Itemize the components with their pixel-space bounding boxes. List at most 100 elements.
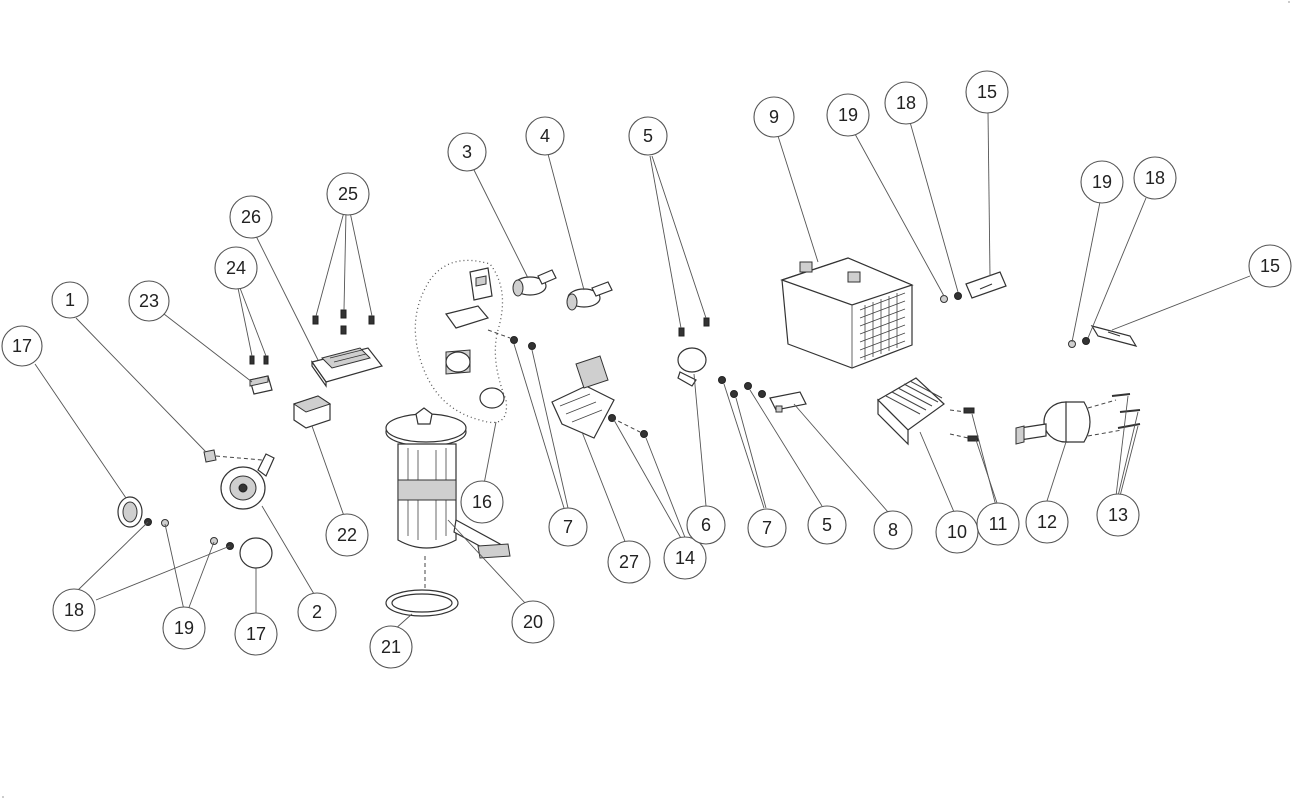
- callout-14: 14: [663, 536, 707, 580]
- callout-17-bottom: 17: [234, 612, 278, 656]
- leader-19c: [164, 523, 185, 611]
- callout-19-bottom: 19: [162, 606, 206, 650]
- callout-12: 12: [1025, 500, 1069, 544]
- leader-13a: [1115, 395, 1129, 497]
- svg-text:18: 18: [1145, 168, 1165, 188]
- leader-12: [1045, 441, 1067, 505]
- leader-18a: [909, 121, 959, 293]
- callout-20: 20: [511, 600, 555, 644]
- callout-17-left: 17: [1, 325, 43, 367]
- callout-4: 4: [525, 116, 565, 156]
- part-screws-25: [312, 309, 375, 335]
- leader-11b: [975, 439, 999, 507]
- part-drawings: [117, 257, 1141, 617]
- callout-6: 6: [686, 505, 726, 545]
- svg-text:11: 11: [989, 514, 1008, 534]
- leader-5c: [749, 389, 823, 507]
- leader-15b: [1111, 275, 1251, 331]
- callout-16: 16: [460, 480, 504, 524]
- part-voltage-regulator: [877, 377, 979, 446]
- svg-text:12: 12: [1037, 512, 1057, 532]
- callout-9: 9: [753, 96, 795, 138]
- svg-text:17: 17: [246, 624, 266, 644]
- leader-19d: [187, 541, 215, 611]
- part-alternator: [1015, 393, 1141, 445]
- leader-22: [311, 425, 345, 517]
- leader-3: [473, 169, 529, 279]
- callout-5-bottom: 5: [807, 505, 847, 545]
- svg-text:19: 19: [838, 105, 858, 125]
- leader-7b: [531, 349, 569, 509]
- callout-11: 11: [976, 502, 1020, 546]
- leader-2: [261, 505, 315, 595]
- leader-23: [163, 313, 253, 383]
- callout-15-top: 15: [965, 70, 1009, 114]
- leader-25c: [349, 211, 373, 317]
- part-coil-3: [512, 269, 557, 297]
- svg-text:18: 18: [896, 93, 916, 113]
- svg-text:7: 7: [762, 518, 772, 538]
- callout-10: 10: [935, 510, 979, 554]
- callout-7-left: 7: [548, 507, 588, 547]
- leader-lines: [34, 111, 1251, 631]
- svg-text:1: 1: [65, 290, 75, 310]
- part-horn: [203, 449, 275, 510]
- svg-text:10: 10: [947, 522, 967, 542]
- svg-text:16: 16: [472, 492, 492, 512]
- svg-text:7: 7: [563, 517, 573, 537]
- leader-18d: [95, 545, 231, 601]
- leader-13c: [1119, 425, 1139, 497]
- leader-9: [777, 135, 819, 263]
- leader-8: [793, 403, 889, 513]
- part-fuses: [249, 355, 269, 365]
- leader-13b: [1117, 411, 1139, 497]
- leader-18b: [1087, 197, 1147, 339]
- leader-14a: [613, 419, 683, 541]
- callout-26: 26: [229, 195, 273, 239]
- part-connector-group: [414, 259, 536, 424]
- part-seal-ring: [385, 589, 459, 617]
- callout-24: 24: [214, 246, 258, 290]
- svg-text:2: 2: [312, 602, 322, 622]
- svg-text:20: 20: [523, 612, 543, 632]
- svg-text:19: 19: [174, 618, 194, 638]
- callout-18-right: 18: [1133, 156, 1177, 200]
- leader-17a: [34, 363, 127, 499]
- callout-23: 23: [128, 280, 170, 322]
- part-coil-4: [566, 281, 613, 311]
- svg-text:17: 17: [12, 336, 32, 356]
- svg-text:13: 13: [1108, 505, 1128, 525]
- callout-7-right: 7: [747, 508, 787, 548]
- leader-6: [693, 373, 707, 507]
- leader-25a: [315, 211, 345, 317]
- part-battery: [780, 257, 914, 369]
- callout-8: 8: [873, 510, 913, 550]
- part-battery-plate-lower: [1068, 325, 1138, 348]
- svg-text:25: 25: [338, 184, 358, 204]
- part-cap-left: [117, 496, 169, 528]
- svg-text:15: 15: [977, 82, 997, 102]
- svg-text:23: 23: [139, 291, 159, 311]
- svg-text:26: 26: [241, 207, 261, 227]
- callout-5-top: 5: [628, 116, 668, 156]
- part-control-unit: [311, 347, 384, 388]
- callout-18-top: 18: [884, 81, 928, 125]
- leader-10: [919, 431, 955, 513]
- svg-text:24: 24: [226, 258, 246, 278]
- part-starter-relay: [677, 317, 710, 387]
- leader-26: [255, 235, 319, 361]
- leader-16: [483, 421, 497, 485]
- leader-11a: [971, 413, 997, 507]
- part-relay: [292, 395, 332, 429]
- callout-19-right: 19: [1080, 160, 1124, 204]
- leader-18c: [75, 521, 149, 593]
- callout-13: 13: [1096, 493, 1140, 537]
- leader-19b: [1071, 201, 1101, 343]
- leader-14b: [645, 437, 687, 541]
- leader-25b: [343, 211, 347, 311]
- leader-20: [447, 519, 527, 605]
- svg-text:27: 27: [619, 552, 639, 572]
- svg-text:6: 6: [701, 515, 711, 535]
- callout-2: 2: [297, 592, 337, 632]
